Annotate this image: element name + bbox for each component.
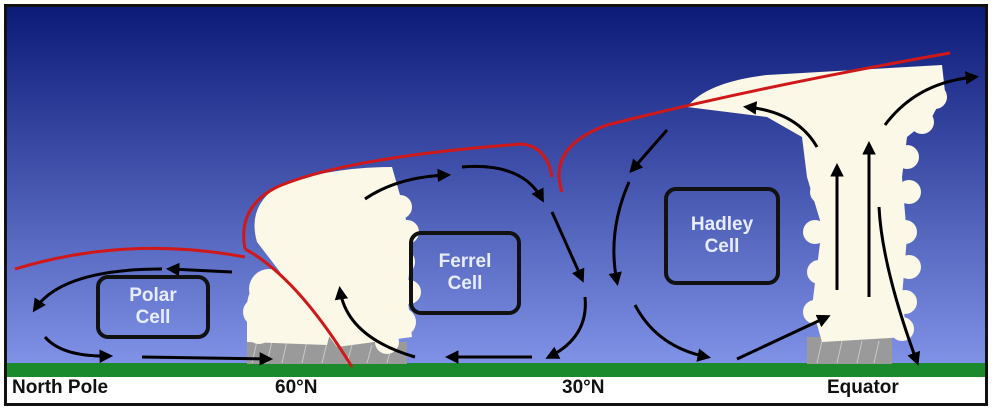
arrow-hadley-bottom-right xyxy=(736,314,831,361)
diagram-frame: Polar Cell Ferrel Cell Hadley Cell North… xyxy=(4,4,988,406)
arrow-hadley-descent xyxy=(608,181,631,286)
arrow-ferrel-descent-upper xyxy=(550,211,585,283)
hadley-cell-label: Hadley Cell xyxy=(664,187,780,285)
arrow-hadley-top-out xyxy=(883,71,980,126)
arrow-hadley-top-return xyxy=(742,101,819,148)
ground xyxy=(7,363,985,377)
equator-label: Equator xyxy=(827,377,899,398)
circulation-arrows xyxy=(32,71,980,366)
arrow-polar-bottom-right xyxy=(141,352,274,366)
cloud-hadley-tower xyxy=(687,65,947,342)
arrow-ferrel-top-left xyxy=(364,168,452,201)
arrow-polar-descent xyxy=(32,267,163,313)
hadley-tropopause xyxy=(557,51,951,193)
lat-30-label: 30°N xyxy=(562,377,605,398)
arrow-ferrel-descent-lower xyxy=(545,296,587,359)
north-pole-label: North Pole xyxy=(12,377,109,398)
tropopause-lines xyxy=(14,51,951,368)
arrow-polar-top xyxy=(165,262,233,277)
arrow-hadley-bottom-left xyxy=(633,304,711,362)
polar-front xyxy=(244,247,354,368)
polar-cell-label: Polar Cell xyxy=(96,275,210,339)
ferrel-cell-label: Ferrel Cell xyxy=(409,231,521,315)
polar-tropopause xyxy=(14,246,246,271)
ferrel-tropopause xyxy=(242,142,554,250)
atmospheric-circulation-diagram xyxy=(7,7,985,377)
arrow-hadley-surface-in xyxy=(877,206,921,366)
cloud-ferrel-front xyxy=(254,167,421,354)
arrow-ferrel-top-right xyxy=(461,164,544,203)
arrow-ferrel-rise xyxy=(334,285,416,359)
arrow-polar-bottom-left xyxy=(43,335,114,363)
lat-60-label: 60°N xyxy=(275,377,318,398)
arrow-hadley-top-left xyxy=(629,129,669,174)
